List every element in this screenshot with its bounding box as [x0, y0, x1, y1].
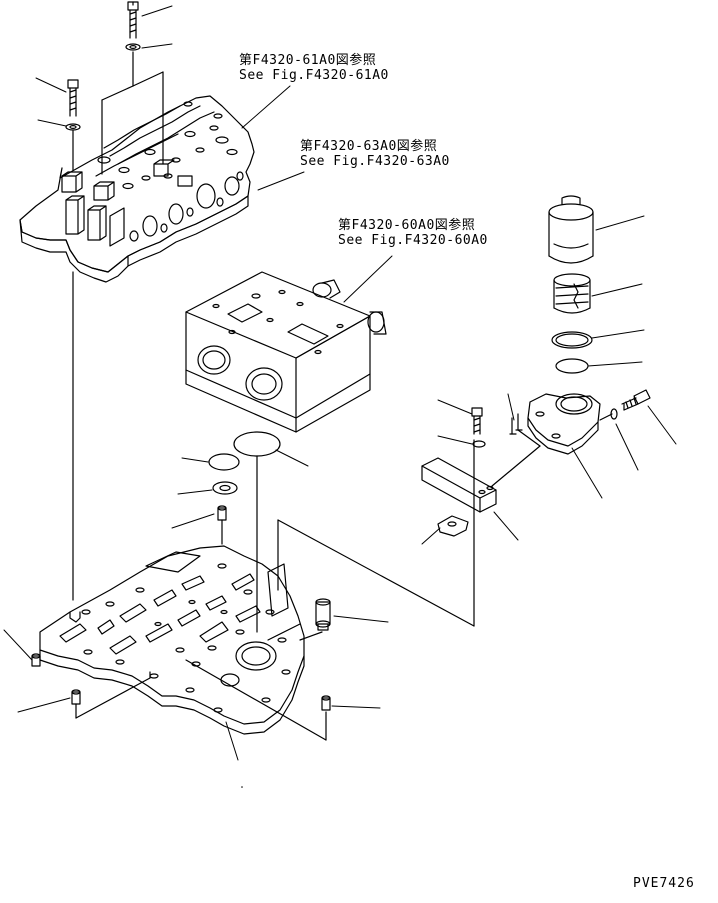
pin-pair — [509, 413, 541, 447]
solenoid-plug — [315, 598, 331, 631]
upper-valve-body — [19, 95, 255, 283]
accumulator-cover — [527, 393, 601, 455]
plate — [555, 358, 589, 374]
reference-en-60a0: See Fig.F4320-60A0 — [338, 233, 488, 248]
reference-label-61a0: 第F4320-61A0図参照 See Fig.F4320-61A0 — [239, 53, 389, 83]
small-gasket — [208, 453, 240, 471]
bolt-top — [127, 1, 139, 39]
accumulator-piston — [548, 195, 594, 264]
plug-left-1 — [31, 653, 41, 667]
reference-en-61a0: See Fig.F4320-61A0 — [239, 68, 389, 83]
bolt-right — [621, 389, 651, 411]
plug-small — [217, 505, 227, 545]
reference-jp-61a0: 第F4320-61A0図参照 — [239, 53, 377, 68]
leader-lines — [3, 5, 677, 761]
spacer-block — [421, 457, 497, 513]
spring — [553, 273, 591, 314]
bolt-small-right — [471, 407, 483, 435]
reference-jp-60a0: 第F4320-60A0図参照 — [338, 218, 476, 233]
reference-jp-63a0: 第F4320-63A0図参照 — [300, 139, 438, 154]
middle-valve-block — [185, 271, 387, 433]
reference-label-60a0: 第F4320-60A0図参照 See Fig.F4320-60A0 — [338, 218, 488, 248]
washer-top — [125, 43, 141, 51]
plug-right — [321, 695, 331, 711]
reference-en-63a0: See Fig.F4320-63A0 — [300, 154, 450, 169]
large-gasket — [233, 431, 281, 457]
gasket-shim — [437, 515, 469, 537]
bolt-left — [67, 79, 79, 117]
washer-left — [65, 123, 81, 131]
drawing-code: PVE7426 — [633, 876, 695, 891]
washer-small-right — [472, 440, 486, 448]
reference-label-63a0: 第F4320-63A0図参照 See Fig.F4320-63A0 — [300, 139, 450, 169]
o-ring — [551, 331, 593, 349]
plug-left-2 — [71, 689, 81, 719]
seal-washer — [212, 481, 238, 495]
lower-valve-body — [39, 545, 305, 735]
